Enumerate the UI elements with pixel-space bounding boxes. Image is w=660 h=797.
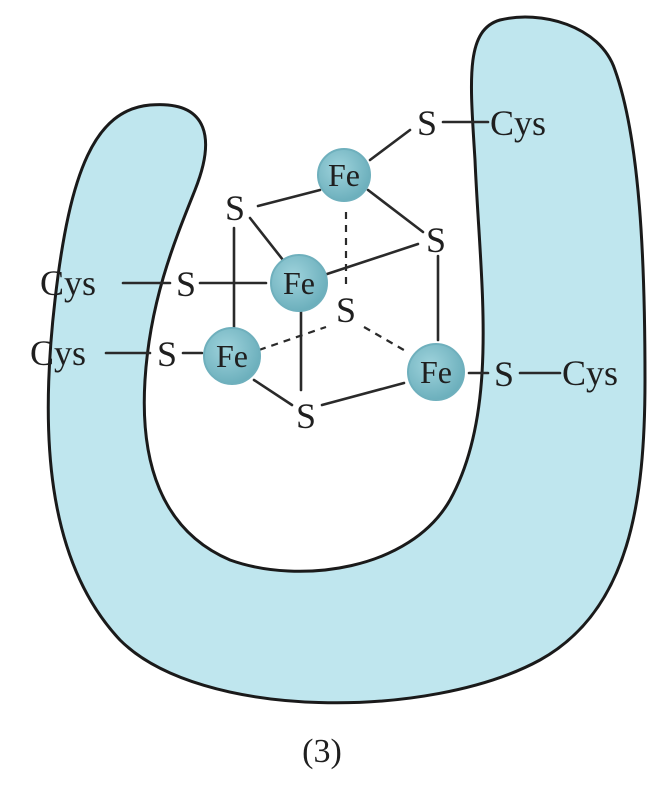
cluster-bonds [104,120,562,407]
fe-atom-right-label: Fe [420,354,452,390]
ligand-left-lower-sulfur: S [157,334,177,374]
ligand-right-sulfur: S [494,354,514,394]
fe-atom-center-label: Fe [283,265,315,301]
figure-caption: (3) [302,733,342,770]
fe-atom-center: Fe [270,254,328,312]
ligand-top-right-sulfur: S [417,103,437,143]
ligand-left-lower-cys: Cys [30,333,86,373]
cys-ligand-top-right: S Cys [417,103,546,143]
s-atom-center: S [336,290,356,330]
cys-ligand-left-lower: Cys S [30,333,177,374]
cys-ligand-right: S Cys [494,353,618,394]
ligand-top-right-cys: Cys [490,103,546,143]
s-atom-upper-left: S [225,188,245,228]
fe-atom-right: Fe [407,343,465,401]
s-atom-upper-right: S [426,220,446,260]
fe-atom-top: Fe [317,148,371,202]
fe-atom-left: Fe [203,327,261,385]
fe-atom-top-label: Fe [328,157,360,193]
fe-atom-left-label: Fe [216,338,248,374]
cys-ligand-left-upper: Cys S [40,263,196,304]
protein-chain-shape [46,15,647,705]
ligand-right-cys: Cys [562,353,618,393]
s-atom-bottom: S [296,396,316,436]
ligand-left-upper-cys: Cys [40,263,96,303]
ligand-left-upper-sulfur: S [176,264,196,304]
